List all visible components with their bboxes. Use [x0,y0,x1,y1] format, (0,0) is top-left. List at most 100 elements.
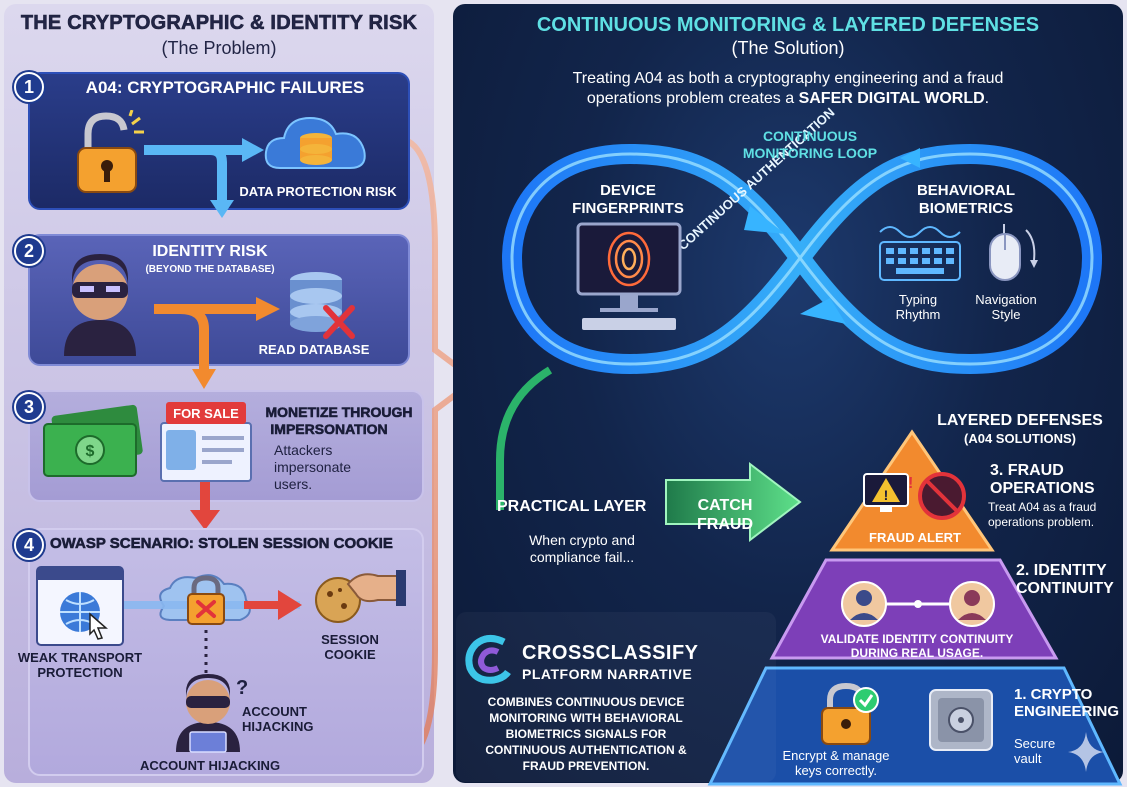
step3-desc-line2: impersonate [274,459,352,475]
session-cookie-line1: SESSION [321,632,379,647]
problem-subtitle: (The Problem) [161,38,277,58]
typing-rhythm-line2: Rhythm [895,307,941,322]
identity-line2: CONTINUITY [1016,580,1114,597]
secure-vault-line2: vault [1014,751,1042,766]
defense-pyramid [707,429,1123,786]
fraud-operations-title: 3. FRAUD OPERATIONS [990,462,1120,498]
step1-number: 1 [14,72,44,102]
step3-title-line2: IMPERSONATION [270,421,388,438]
brand-description: COMBINES CONTINUOUS DEVICE MONITORING WI… [458,694,714,774]
intro-line2-end: . [984,90,990,107]
navigation-style-line2: Style [991,307,1021,322]
flow-arrow-orange [154,297,280,389]
dotted-connector [204,630,208,674]
monitoring-loop-line2: MONITORING LOOP [742,145,878,161]
practical-layer-desc: When crypto and compliance fail... [512,532,652,566]
browser-titlebar [38,568,122,580]
validate-identity-label: VALIDATE IDENTITY CONTINUITY DURING REAL… [792,632,1042,660]
account-hijacking-side-label: ACCOUNT HIJACKING [242,704,332,734]
crypto-line1: 1. CRYPTO [1014,686,1093,703]
catch-fraud-line1: CATCH [697,497,753,514]
fraud-ops-desc-line1: Treat A04 as a fraud [988,500,1097,514]
fraud-ops-desc-line2: operations problem. [988,515,1095,529]
intro-line2-text: operations problem creates a [586,90,799,107]
encrypt-lock-icon [821,682,879,745]
id-line [202,460,232,464]
vault-safe-icon [929,689,993,751]
secure-vault-line1: Secure [1014,736,1056,751]
fraud-ops-line1: 3. FRAUD [990,462,1064,479]
encrypt-line2: keys correctly. [794,763,878,778]
cash-icon: $ [43,404,143,477]
layered-defenses-subtitle: (A04 SOLUTIONS) [964,431,1076,446]
id-line [202,448,244,452]
hacker-laptop-icon: ? [176,674,248,753]
behavioral-biometrics-line1: BEHAVIORAL [916,182,1016,199]
mouse-navigation-icon [989,224,1038,281]
step1-label: DATA PROTECTION RISK [239,184,397,199]
id-line [202,436,244,440]
practical-layer-arrow [496,366,802,543]
keyboard-rhythm-icon [879,226,961,281]
step3-number: 3 [14,392,44,422]
step2-label: READ DATABASE [258,342,370,357]
brand-block [456,612,776,782]
device-fingerprints-label: DEVICE FINGERPRINTS [570,182,686,218]
brand-subtitle: PLATFORM NARRATIVE [522,666,693,682]
svg-text:$: $ [86,443,95,460]
typing-rhythm-line1: Typing [898,292,938,307]
catch-fraud-label: CATCH FRAUD [680,496,770,534]
catch-fraud-line2: FRAUD [697,516,753,533]
step3-desc-line3: users. [274,476,313,492]
monitoring-loop-line1: CONTINUOUS [762,128,858,144]
identity-continuity-icon [841,581,995,627]
brand-name: CROSSCLASSIFY [522,642,699,664]
monitoring-loop-label: CONTINUOUS MONITORING LOOP [740,128,880,162]
sparkle-icon [1068,732,1104,772]
brand-desc-line5: FRAUD PREVENTION. [522,759,650,773]
fraud-alert-label: FRAUD ALERT [869,530,961,545]
weak-transport-line1: WEAK TRANSPORT [17,650,143,665]
broken-padlock-icon [77,110,144,193]
navigation-style-line1: Navigation [975,292,1037,307]
account-hijacking-line2: HIJACKING [242,719,314,734]
crypto-engineering-title: 1. CRYPTO ENGINEERING [1014,686,1126,720]
brand-desc-line4: CONTINUOUS AUTHENTICATION & [485,743,687,757]
step2-subtitle: (BEYOND THE DATABASE) [145,264,275,275]
intro-line2: operations problem creates a SAFER DIGIT… [453,90,1123,108]
fraud-ops-line2: OPERATIONS [990,480,1095,497]
brand-desc-line3: BIOMETRICS SIGNALS FOR [505,727,667,741]
infinity-loop [501,143,1103,375]
brand-desc-line1: COMBINES CONTINUOUS DEVICE [487,695,685,709]
identity-line1: 2. IDENTITY [1016,562,1107,579]
step3-desc: Attackers impersonate users. [274,442,351,493]
svg-text:!: ! [908,475,913,492]
identity-continuity-title: 2. IDENTITY CONTINUITY [1016,562,1126,598]
step4-title: OWASP SCENARIO: STOLEN SESSION COOKIE [50,535,393,552]
hacker-icon [64,254,136,356]
weak-transport-label: WEAK TRANSPORT PROTECTION [10,650,150,680]
account-hijacking-line1: ACCOUNT [242,704,307,719]
step1-title: A04: CRYPTOGRAPHIC FAILURES [85,78,365,97]
validate-identity-line2: DURING REAL USAGE. [850,646,984,660]
typing-rhythm-label: Typing Rhythm [876,292,960,322]
step3-title-line1: MONETIZE THROUGH [265,404,413,421]
fraud-alert-icons: ! ! [863,472,966,520]
fraud-operations-desc: Treat A04 as a fraud operations problem. [988,500,1123,530]
crypto-line2: ENGINEERING [1014,703,1120,720]
session-cookie-line2: COOKIE [324,647,376,662]
cookie-hand-icon [315,570,406,623]
weak-transport-line2: PROTECTION [37,665,123,680]
practical-desc-line2: compliance fail... [529,549,635,565]
for-sale-badge: FOR SALE [166,402,246,424]
svg-text:?: ? [236,677,248,699]
intro-line2-bold: SAFER DIGITAL WORLD [798,90,985,107]
solution-title: CONTINUOUS MONITORING & LAYERED DEFENSES [536,14,1040,36]
step2-title: IDENTITY RISK [152,243,268,260]
practical-layer-label: PRACTICAL LAYER [497,498,647,515]
svg-text:!: ! [884,487,889,503]
behavioral-biometrics-label: BEHAVIORAL BIOMETRICS [896,182,1036,218]
encrypt-keys-desc: Encrypt & manage keys correctly. [776,748,896,778]
device-fingerprints-line2: FINGERPRINTS [572,200,684,217]
intercepted-transport-arrow [124,574,302,625]
